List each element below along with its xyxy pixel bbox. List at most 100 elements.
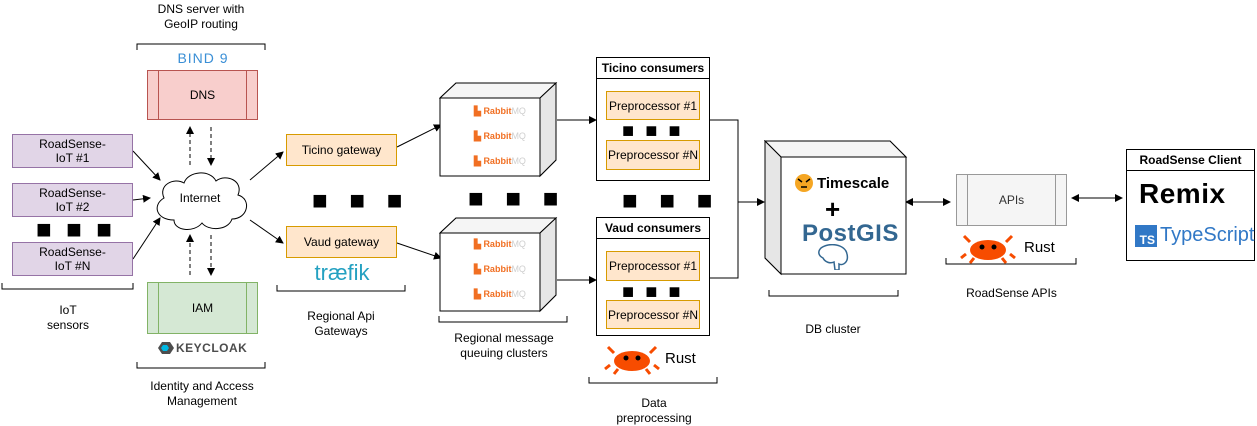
client-title: RoadSense Client bbox=[1127, 150, 1254, 171]
vaud-consumers-to-db-line bbox=[710, 202, 739, 279]
queue-ellipsis: ■ ■ ■ bbox=[468, 183, 559, 213]
internet-cloud-icon bbox=[156, 172, 247, 230]
rabbitmq-logo: ▙ RabbitMQ bbox=[474, 106, 526, 117]
iam-box-left-rule bbox=[158, 283, 159, 333]
apis-box[interactable]: APIs bbox=[956, 174, 1067, 226]
db-bracket bbox=[768, 290, 899, 297]
internet-to-ticino-arrow bbox=[249, 151, 284, 181]
timescale-tiger-icon bbox=[795, 174, 813, 192]
postgis-elephant-icon bbox=[818, 244, 849, 270]
iot-device-1-label: RoadSense-IoT #1 bbox=[39, 137, 106, 165]
rabbitmq-logo-main: Rabbit bbox=[483, 239, 512, 249]
apis-label: APIs bbox=[998, 193, 1025, 207]
dns-box-left-rule bbox=[158, 71, 159, 119]
rabbitmq-icon: ▙ bbox=[474, 264, 481, 274]
rabbitmq-icon: ▙ bbox=[474, 106, 481, 116]
remix-logo: Remix bbox=[1139, 178, 1226, 209]
ticino-consumers-title: Ticino consumers bbox=[597, 58, 709, 79]
consumers-ellipsis: ■ ■ ■ bbox=[622, 185, 713, 215]
iot-bracket bbox=[1, 283, 134, 290]
timescale-logo: Timescale bbox=[793, 173, 889, 193]
apis-box-left-rule bbox=[967, 175, 968, 225]
ticino-preprocessor-ellipsis: ■ ■ ■ bbox=[622, 120, 681, 142]
iot-caption: IoT sensors bbox=[46, 303, 90, 332]
vaud-gateway-label: Vaud gateway bbox=[303, 235, 380, 249]
db-caption: DB cluster bbox=[805, 322, 861, 336]
iot-device-1[interactable]: RoadSense-IoT #1 bbox=[12, 134, 133, 168]
rabbitmq-logo: ▙ RabbitMQ bbox=[474, 264, 526, 275]
rabbitmq-logo: ▙ RabbitMQ bbox=[474, 289, 526, 300]
bind9-logo: BIND 9 bbox=[168, 50, 238, 66]
rabbitmq-icon: ▙ bbox=[474, 289, 481, 299]
dns-bracket bbox=[136, 43, 266, 50]
dns-label: DNS bbox=[189, 88, 216, 102]
consumers-rust-label: Rust bbox=[665, 350, 696, 367]
rabbitmq-logo-main: Rabbit bbox=[483, 289, 512, 299]
iot-device-n[interactable]: RoadSense-IoT #N bbox=[12, 242, 133, 276]
keycloak-logo-text: KEYCLOAK bbox=[176, 341, 248, 355]
queues-bracket bbox=[438, 316, 568, 323]
vaud-preprocessor-1-label: Preprocessor #1 bbox=[608, 259, 698, 273]
iot-ellipsis: ■ ■ ■ bbox=[36, 214, 113, 244]
internet-to-vaud-arrow bbox=[249, 219, 284, 244]
rabbitmq-logo-sub: MQ bbox=[511, 264, 526, 274]
vaud-queue-cluster[interactable] bbox=[439, 217, 559, 313]
gateways-caption: Regional Api Gateways bbox=[307, 309, 375, 338]
ticino-preprocessor-n-label: Preprocessor #N bbox=[607, 148, 699, 162]
iam-label: IAM bbox=[191, 301, 214, 315]
dns-caption: DNS server with GeoIP routing bbox=[157, 2, 245, 31]
ticino-gw-to-queue-arrow bbox=[396, 124, 442, 148]
rabbitmq-logo-sub: MQ bbox=[511, 131, 526, 141]
gateways-bracket bbox=[276, 285, 406, 292]
rabbitmq-logo-main: Rabbit bbox=[483, 264, 512, 274]
apis-bracket bbox=[945, 258, 1077, 265]
iam-bracket bbox=[136, 362, 266, 369]
typescript-badge-icon: TS bbox=[1135, 224, 1157, 247]
apis-caption: RoadSense APIs bbox=[966, 286, 1057, 300]
postgis-logo: PostGIS bbox=[802, 220, 899, 247]
rabbitmq-logo: ▙ RabbitMQ bbox=[474, 239, 526, 250]
iam-box[interactable]: IAM bbox=[147, 282, 258, 334]
dns-box[interactable]: DNS bbox=[147, 70, 258, 120]
traefik-logo: træfik bbox=[314, 260, 370, 285]
bind9-logo-text: BIND 9 bbox=[177, 50, 229, 66]
vaud-consumers-title: Vaud consumers bbox=[597, 218, 709, 239]
iot-device-2[interactable]: RoadSense-IoT #2 bbox=[12, 183, 133, 217]
iot2-to-internet-arrow bbox=[132, 194, 151, 203]
iot-device-n-label: RoadSense-IoT #N bbox=[39, 245, 106, 273]
vaud-preprocessor-n[interactable]: Preprocessor #N bbox=[606, 300, 700, 329]
ticino-preprocessor-n[interactable]: Preprocessor #N bbox=[606, 140, 700, 170]
apis-box-right-rule bbox=[1055, 175, 1056, 225]
vaud-gateway[interactable]: Vaud gateway bbox=[286, 226, 397, 258]
rabbitmq-logo-main: Rabbit bbox=[483, 156, 512, 166]
typescript-logo-text: TypeScript bbox=[1160, 224, 1255, 246]
rabbitmq-logo-sub: MQ bbox=[511, 239, 526, 249]
rabbitmq-icon: ▙ bbox=[474, 156, 481, 166]
rabbitmq-logo: ▙ RabbitMQ bbox=[474, 156, 526, 167]
typescript-logo: TS TypeScript bbox=[1135, 224, 1254, 247]
ticino-preprocessor-1[interactable]: Preprocessor #1 bbox=[606, 91, 700, 120]
rabbitmq-logo-sub: MQ bbox=[511, 289, 526, 299]
internet-label: Internet bbox=[179, 191, 221, 205]
keycloak-hex-icon bbox=[158, 342, 174, 354]
rabbitmq-logo: ▙ RabbitMQ bbox=[474, 131, 526, 142]
vaud-preprocessor-1[interactable]: Preprocessor #1 bbox=[606, 251, 700, 281]
ticino-consumers-to-db-arrow bbox=[710, 119, 765, 206]
ticino-gateway[interactable]: Ticino gateway bbox=[286, 134, 397, 166]
iotN-to-internet-arrow bbox=[132, 217, 161, 260]
iam-caption: Identity and Access Management bbox=[150, 379, 254, 408]
ticino-gateway-label: Ticino gateway bbox=[301, 143, 382, 157]
rabbitmq-logo-main: Rabbit bbox=[483, 131, 512, 141]
dns-box-right-rule bbox=[246, 71, 247, 119]
ticino-queue-cluster[interactable] bbox=[439, 82, 559, 178]
rust-crab-icon bbox=[604, 345, 660, 375]
rabbitmq-icon: ▙ bbox=[474, 239, 481, 249]
rust-crab-icon bbox=[960, 234, 1016, 264]
iot-device-2-label: RoadSense-IoT #2 bbox=[39, 186, 106, 214]
queues-caption: Regional message queuing clusters bbox=[454, 331, 554, 360]
vaud-preprocessor-ellipsis: ■ ■ ■ bbox=[622, 281, 681, 303]
vaud-preprocessor-n-label: Preprocessor #N bbox=[607, 307, 699, 322]
timescale-logo-text: Timescale bbox=[817, 174, 890, 192]
iot1-to-internet-arrow bbox=[132, 150, 161, 181]
